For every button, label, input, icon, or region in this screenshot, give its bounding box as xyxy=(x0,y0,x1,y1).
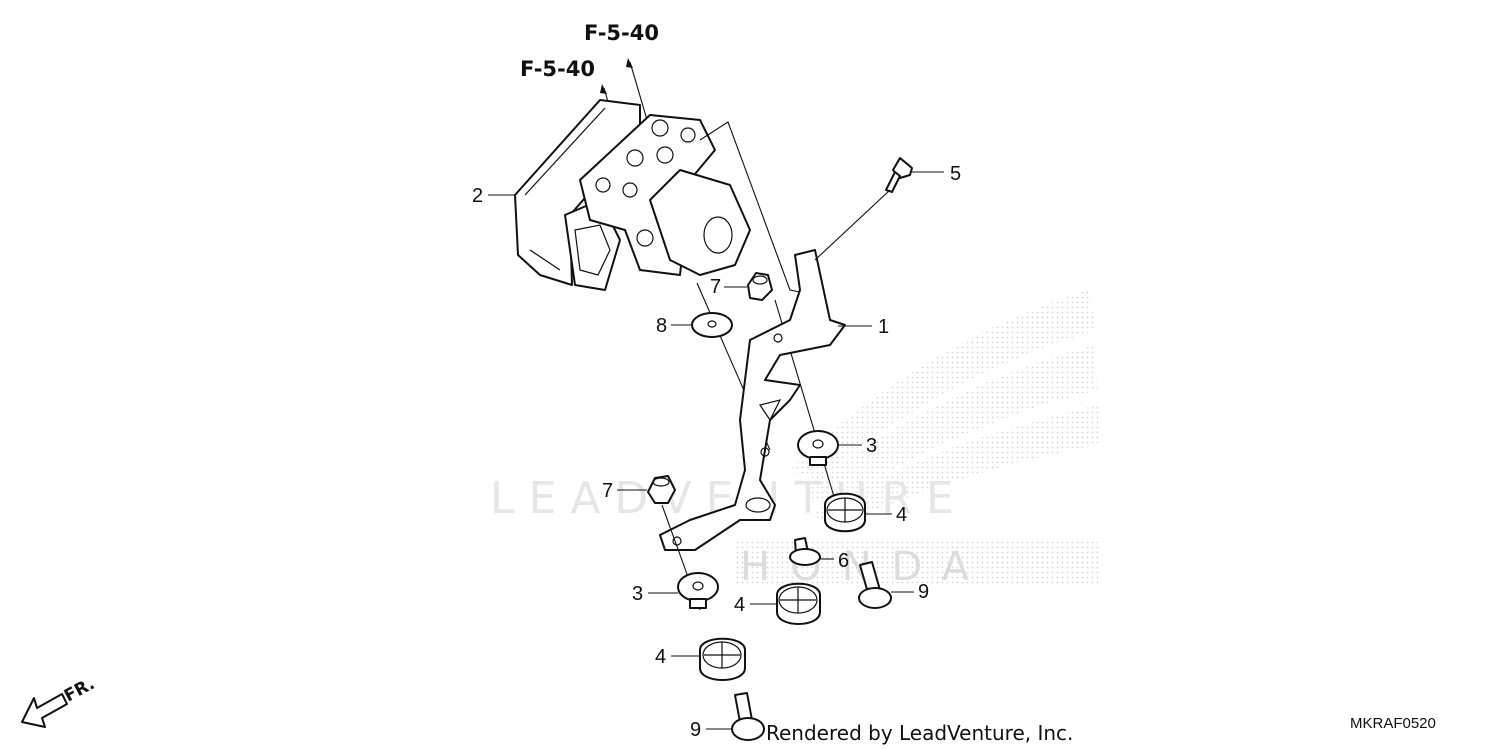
rubber-mount-4-center xyxy=(776,582,821,625)
footer-credit: Rendered by LeadVenture, Inc. xyxy=(766,721,1073,745)
callout-5: 5 xyxy=(950,163,961,185)
callout-6: 6 xyxy=(838,550,849,572)
reference-label: F-5-40 xyxy=(520,57,595,81)
callout-8: 8 xyxy=(656,315,667,337)
diagram-code: MKRAF0520 xyxy=(1350,715,1436,732)
washer-8 xyxy=(691,312,733,338)
callout-4: 4 xyxy=(896,504,907,526)
watermark-wing-logo xyxy=(735,290,1100,585)
leader-modulator-bracket xyxy=(699,121,801,293)
callout-4: 4 xyxy=(655,646,666,668)
reference-label: F-5-40 xyxy=(584,21,659,45)
watermark-brand: HONDA xyxy=(740,544,989,590)
callout-3: 3 xyxy=(866,435,877,457)
bracket xyxy=(659,249,846,551)
callout-9: 9 xyxy=(690,719,701,741)
callout-2: 2 xyxy=(472,185,483,207)
rubber-mount-4-lower xyxy=(699,637,746,681)
abs-modulator-unit xyxy=(514,99,751,291)
nut-7-upper xyxy=(747,272,773,301)
front-direction-arrow xyxy=(21,693,68,728)
rubber-mount-4-right xyxy=(824,492,866,533)
callout-4: 4 xyxy=(734,594,745,616)
nut-7-lower xyxy=(647,475,676,504)
bolt-9-right xyxy=(858,561,892,609)
bolt-6 xyxy=(789,537,821,566)
leader-5-bracket xyxy=(814,189,891,261)
bolt-9-bottom xyxy=(731,692,765,741)
callout-7: 7 xyxy=(710,276,721,298)
collar-3-left xyxy=(677,572,719,609)
collar-3-right xyxy=(797,430,839,466)
callout-7: 7 xyxy=(602,480,613,502)
callout-9: 9 xyxy=(918,581,929,603)
bolt-5 xyxy=(885,157,913,193)
callout-3: 3 xyxy=(632,583,643,605)
callout-1: 1 xyxy=(878,316,889,338)
